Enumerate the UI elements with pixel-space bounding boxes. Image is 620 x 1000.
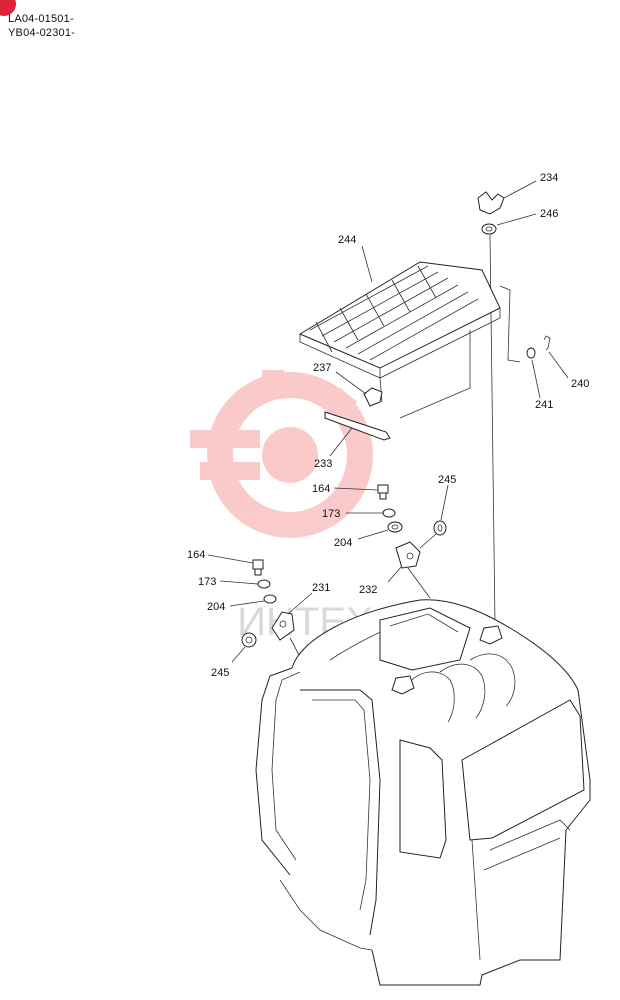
callout-233: 233 [314, 458, 332, 470]
part-240-clip [543, 335, 569, 379]
callout-240: 240 [571, 378, 589, 390]
part-204-washer-upper [357, 521, 403, 540]
callout-245-upper: 245 [438, 474, 456, 486]
callout-204-lower: 204 [207, 601, 225, 613]
part-244-cover-grille [298, 245, 521, 419]
part-245-washer-upper [433, 484, 449, 536]
part-246-washer [481, 213, 537, 235]
serial-number-1: LA04-01501- [8, 13, 74, 25]
part-245-washer-lower [231, 632, 257, 663]
part-237-lock [335, 371, 383, 407]
part-164-bolt-lower [207, 554, 264, 576]
part-173-washer-upper [346, 508, 396, 518]
callout-164-upper: 164 [312, 483, 330, 495]
part-233-rod [324, 411, 391, 457]
corner-badge [0, 0, 16, 16]
callout-204-upper: 204 [334, 537, 352, 549]
callout-173-lower: 173 [198, 576, 216, 588]
callout-245-lower: 245 [211, 667, 229, 679]
part-164-bolt-upper [333, 484, 389, 500]
callout-231: 231 [312, 582, 330, 594]
callout-244: 244 [338, 234, 356, 246]
callout-232: 232 [359, 584, 377, 596]
cab-body [255, 599, 591, 986]
callout-246: 246 [540, 208, 558, 220]
callout-234: 234 [540, 172, 558, 184]
callout-241: 241 [535, 399, 553, 411]
part-204-washer-lower [229, 594, 277, 607]
part-241-washer [526, 347, 541, 399]
serial-number-2: YB04-02301- [8, 27, 76, 39]
part-173-washer-lower [219, 579, 271, 589]
part-234-wing-nut [477, 180, 537, 215]
watermark-logo [190, 370, 373, 538]
callout-237: 237 [313, 362, 331, 374]
callout-173-upper: 173 [322, 508, 340, 520]
part-232-hinge-bracket [387, 533, 437, 599]
callout-164-lower: 164 [187, 549, 205, 561]
